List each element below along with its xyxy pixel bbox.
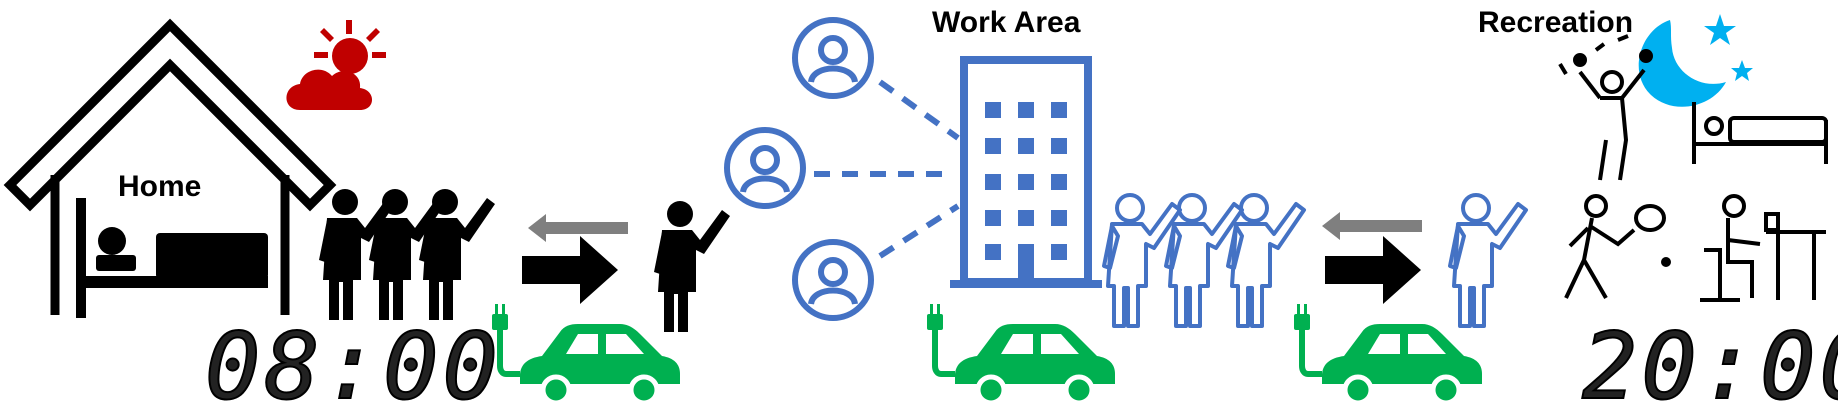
office-building-icon [950,56,1102,288]
user-circle-icon [795,20,871,96]
forward-arrow-icon [1325,236,1421,304]
user-circle-group [727,20,871,318]
user-circle-icon [727,130,803,206]
ev-car-icon [927,304,1115,403]
forward-arrow-icon [522,236,618,304]
time-evening: 20:00 [1582,313,1838,418]
sun-cloud-icon [286,20,386,110]
work-area-label: Work Area [932,6,1081,39]
return-arrow-icon [1322,212,1422,240]
connection-lines [814,79,960,259]
moon-stars-icon [1638,14,1753,107]
tennis-player-icon [1564,194,1671,300]
time-morning: 08:00 [205,313,502,418]
return-arrow-icon [528,214,628,242]
commuter-person-icon [654,201,730,332]
ev-car-icon [1294,304,1482,403]
recreation-label: Recreation [1478,6,1633,39]
home-label: Home [118,170,201,203]
house-icon [3,18,337,315]
bed-sleep-icon [1692,102,1828,164]
bed-icon [76,198,268,318]
commuter-person-icon [1448,193,1528,328]
work-people-group [1102,193,1306,328]
home-people-group [319,189,495,320]
juggler-icon [1558,34,1653,181]
user-circle-icon [795,242,871,318]
ev-car-icon [492,304,680,403]
coffee-table-icon [1700,194,1826,302]
